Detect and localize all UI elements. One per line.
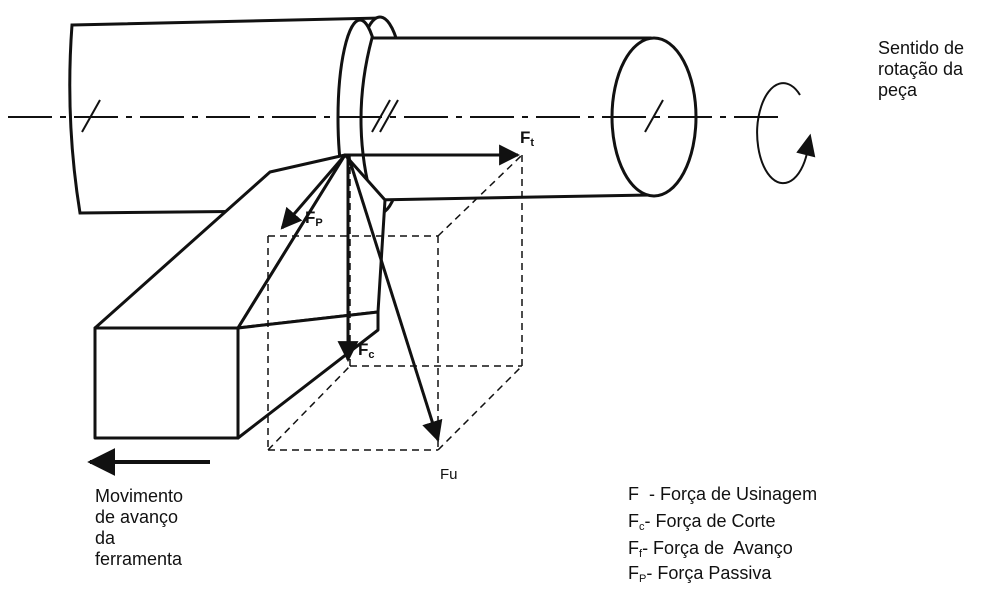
legend-item-fc: Fc- Força de Corte [628, 511, 776, 533]
force-label-fc: Fc [358, 340, 375, 361]
force-label-fu: Fu [440, 466, 458, 483]
force-label-fp: FP [305, 208, 323, 229]
workpiece-small-cylinder [359, 36, 698, 202]
force-fp-arrow [280, 154, 347, 230]
axis-hatch-marks [81, 99, 664, 133]
feed-label: Movimento de avanço da ferramenta [95, 486, 184, 569]
legend-item-fu: F - Força de Usinagem [628, 484, 818, 504]
legend-item-fp: FP- Força Passiva [628, 563, 772, 585]
rotation-label: Sentido de rotação da peça [878, 38, 965, 100]
legend-item-ff: Ff- Força de Avanço [628, 538, 793, 560]
force-label-ft: Ft [520, 128, 535, 149]
force-parallelepiped [267, 154, 523, 451]
rotation-direction-icon [756, 82, 816, 185]
force-fu-arrow [346, 154, 443, 443]
